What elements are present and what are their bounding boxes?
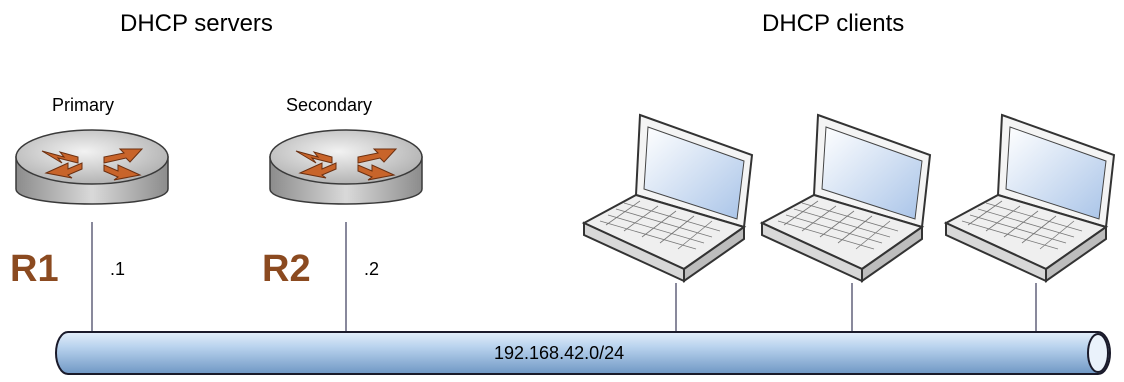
laptop-icon <box>761 114 931 282</box>
laptop-icon <box>583 114 753 282</box>
network-label: 192.168.42.0/24 <box>494 343 625 363</box>
router-role-primary: Primary <box>52 95 114 115</box>
network-segment-pipe <box>55 331 1111 375</box>
router-icon <box>15 129 169 205</box>
router-role-secondary: Secondary <box>286 95 373 115</box>
clients-heading: DHCP clients <box>762 10 905 37</box>
laptop-icon <box>945 114 1115 282</box>
router-name-r1: R1 <box>10 248 59 290</box>
servers-heading: DHCP servers <box>120 10 273 37</box>
router-icon <box>269 129 423 205</box>
router-address-r2: .2 <box>364 259 380 279</box>
router-address-r1: .1 <box>110 259 126 279</box>
router-name-r2: R2 <box>262 248 311 290</box>
